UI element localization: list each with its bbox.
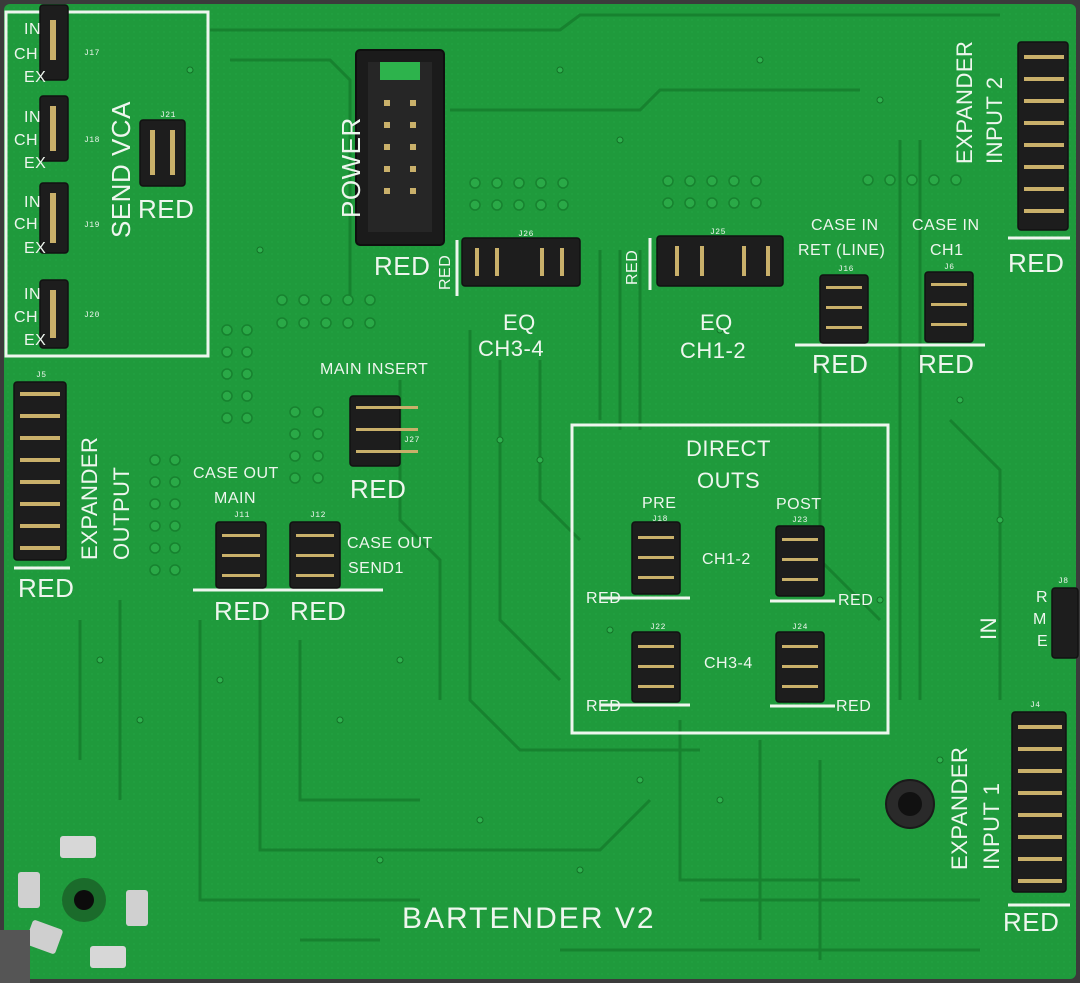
eq-ch34-line1: EQ xyxy=(503,310,536,335)
ref-j22: J22 xyxy=(650,623,666,632)
vca-row-ch-4: CH xyxy=(14,309,39,326)
mounting-hardware xyxy=(0,779,935,983)
vca-row-ch-2: CH xyxy=(14,132,39,149)
in-label: IN xyxy=(976,617,1001,640)
pcb-traces xyxy=(78,13,1002,960)
case-out-main-line1: CASE OUT xyxy=(193,465,279,482)
ref-j23: J23 xyxy=(792,516,808,525)
direct-outs-line2: OUTS xyxy=(697,468,761,493)
red-label-expander-input-2: RED xyxy=(1008,248,1065,278)
ref-j17: J17 xyxy=(84,49,100,58)
header-pins xyxy=(20,20,1064,883)
case-in-ch1-line1: CASE IN xyxy=(912,217,980,234)
eq-ch12-line2: CH1-2 xyxy=(680,338,747,363)
red-label-eq-ch34-left: RED xyxy=(437,254,454,290)
ref-j18-vca: J18 xyxy=(84,136,100,145)
red-label-post-ch12: RED xyxy=(838,592,874,609)
power-connector xyxy=(355,49,445,246)
ref-j11: J11 xyxy=(234,511,250,520)
vca-row-ex-2: EX xyxy=(24,155,47,172)
ref-j6: J6 xyxy=(944,263,955,272)
red-label-case-in-ch1: RED xyxy=(918,349,975,379)
expander-input-1-label: EXPANDER INPUT 1 xyxy=(947,746,1004,870)
ref-j12: J12 xyxy=(310,511,326,520)
red-label-case-out-send1: RED xyxy=(290,596,347,626)
ref-j21: J21 xyxy=(160,111,176,120)
red-label-expander-output: RED xyxy=(18,573,75,603)
ref-j20: J20 xyxy=(84,311,100,320)
eq-ch12-line1: EQ xyxy=(700,310,733,335)
red-label-post-ch34: RED xyxy=(836,698,872,715)
main-insert-label: MAIN INSERT xyxy=(320,361,429,378)
vca-row-ex-1: EX xyxy=(24,69,47,86)
case-out-send1-line1: CASE OUT xyxy=(347,535,433,552)
send-vca-label: SEND VCA xyxy=(106,101,136,238)
ch12-label: CH1-2 xyxy=(702,551,751,568)
red-label-case-out-main: RED xyxy=(214,596,271,626)
ref-j25: J25 xyxy=(710,228,726,237)
red-label-pre-ch34: RED xyxy=(586,698,622,715)
ref-j19: J19 xyxy=(84,221,100,230)
in-row-e: E xyxy=(1037,633,1049,650)
vca-row-ch-1: CH xyxy=(14,46,39,63)
vca-row-in-2: IN xyxy=(24,109,41,126)
direct-outs-line1: DIRECT xyxy=(686,436,771,461)
vca-row-ex-4: EX xyxy=(24,332,47,349)
vca-row-in-4: IN xyxy=(24,286,41,303)
vca-row-ch-3: CH xyxy=(14,216,39,233)
red-label-power: RED xyxy=(374,251,431,281)
ref-j16: J16 xyxy=(838,265,854,274)
ref-j4: J4 xyxy=(1030,701,1041,710)
vca-row-in-1: IN xyxy=(24,21,41,38)
ref-j27: J27 xyxy=(404,436,420,445)
case-in-ch1-line2: CH1 xyxy=(930,242,964,259)
ref-j18-pre: J18 xyxy=(652,515,668,524)
red-label-pre-ch12: RED xyxy=(586,590,622,607)
silkscreen-outlines xyxy=(4,10,1070,907)
pre-label: PRE xyxy=(642,495,677,512)
ref-j24: J24 xyxy=(792,623,808,632)
red-label-send-vca: RED xyxy=(138,194,195,224)
post-label: POST xyxy=(776,496,822,513)
red-label-main-insert: RED xyxy=(350,474,407,504)
case-out-main-line2: MAIN xyxy=(214,490,256,507)
vca-row-in-3: IN xyxy=(24,194,41,211)
ref-j5: J5 xyxy=(36,371,47,380)
eq-ch34-line2: CH3-4 xyxy=(478,336,545,361)
board-title: BARTENDER V2 xyxy=(402,902,656,935)
case-out-send1-line2: SEND1 xyxy=(348,560,404,577)
unpopulated-pads xyxy=(149,174,962,576)
case-in-ret-line2: RET (LINE) xyxy=(798,242,886,259)
in-row-m: M xyxy=(1033,611,1047,628)
power-label: POWER xyxy=(336,117,366,218)
ref-j26: J26 xyxy=(518,230,534,239)
pcb-vias xyxy=(96,56,1004,874)
red-label-eq-ch12-left: RED xyxy=(624,249,641,285)
ch34-label: CH3-4 xyxy=(704,655,753,672)
in-row-r: R xyxy=(1036,589,1049,606)
expander-output-label: EXPANDER OUTPUT xyxy=(77,436,134,560)
red-label-case-in-ret: RED xyxy=(812,349,869,379)
red-label-expander-input-1: RED xyxy=(1003,907,1060,937)
ref-j8: J8 xyxy=(1058,577,1069,586)
case-in-ret-line1: CASE IN xyxy=(811,217,879,234)
expander-input-2-label: EXPANDER INPUT 2 xyxy=(952,40,1007,164)
vca-row-ex-3: EX xyxy=(24,240,47,257)
